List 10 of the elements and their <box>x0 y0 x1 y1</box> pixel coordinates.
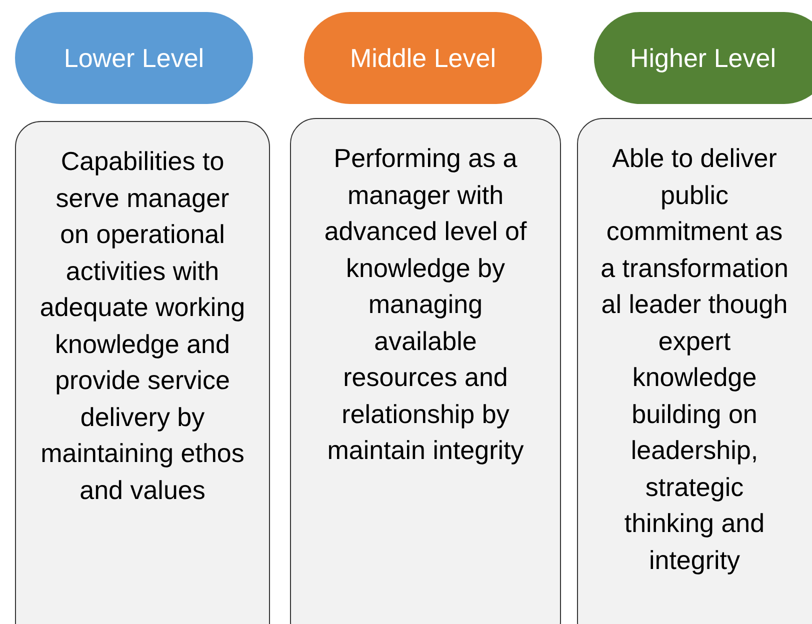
description-text: Capabilities to serve manager on operational activities with adequate working knowledge and provide service delivery by maintaining ethos and values <box>40 145 246 506</box>
description-text: Performing as a manager with advanced level of knowledge by managing available resources and relationship by maintain integrity <box>323 142 528 467</box>
level-title: Higher Level <box>630 42 776 74</box>
description-card <box>15 121 270 624</box>
description-card <box>290 118 561 624</box>
description-text: Able to deliver public commitment as a transformation al leader though expert knowledge building on leadership, strategic thinking and integrity <box>600 142 790 576</box>
level-title: Middle Level <box>350 42 496 74</box>
description-card <box>577 118 812 624</box>
level-title: Lower Level <box>64 42 204 74</box>
level-pill <box>594 12 812 104</box>
